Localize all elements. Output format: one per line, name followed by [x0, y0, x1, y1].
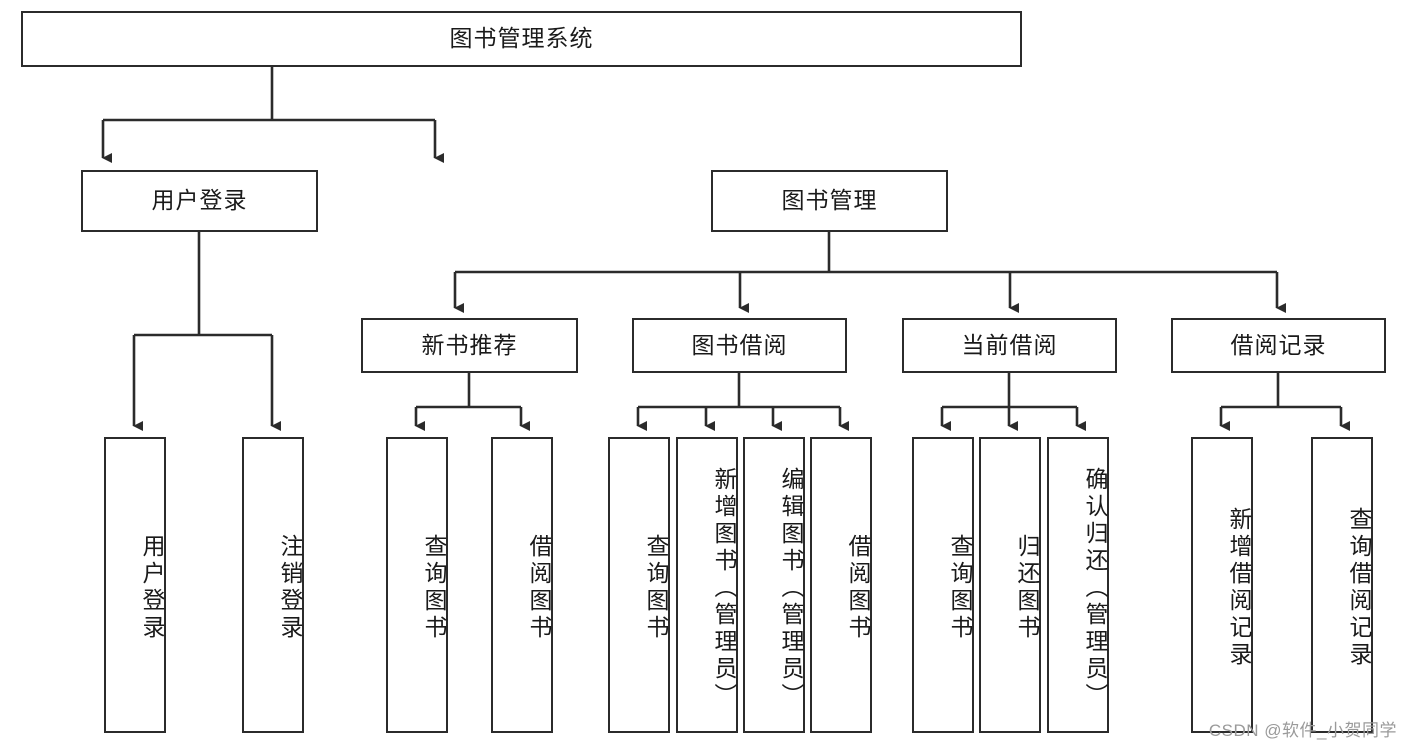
node-root[interactable]: 图书管理系统	[21, 11, 1022, 67]
node-borrow-records[interactable]: 借阅记录	[1171, 318, 1386, 373]
leaf-logout[interactable]: 注销登录	[242, 437, 304, 733]
node-label: 归还图书	[1014, 534, 1040, 642]
node-label: 用户登录	[151, 187, 248, 214]
node-label: 借阅图书	[526, 534, 552, 642]
node-label: 新书推荐	[421, 331, 518, 358]
leaf-add-book-admin[interactable]: 新增图书（管理员）	[676, 437, 738, 733]
node-current-borrow[interactable]: 当前借阅	[902, 318, 1117, 373]
node-new-book-recommend[interactable]: 新书推荐	[361, 318, 578, 373]
node-label: 新增借阅记录	[1226, 507, 1252, 669]
leaf-confirm-return-admin[interactable]: 确认归还（管理员）	[1047, 437, 1109, 733]
node-label: 查询借阅记录	[1346, 507, 1372, 669]
node-label: 图书借阅	[691, 331, 788, 358]
leaf-user-login[interactable]: 用户登录	[104, 437, 166, 733]
node-label: 查询图书	[643, 534, 669, 642]
node-label: 用户登录	[139, 534, 165, 642]
leaf-edit-book-admin[interactable]: 编辑图书（管理员）	[743, 437, 805, 733]
leaf-query-borrow-record[interactable]: 查询借阅记录	[1311, 437, 1373, 733]
leaf-borrow-book[interactable]: 借阅图书	[810, 437, 872, 733]
node-label: 图书管理	[781, 187, 878, 214]
node-label: 借阅图书	[845, 534, 871, 642]
leaf-query-book-recommend[interactable]: 查询图书	[386, 437, 448, 733]
leaf-return-book[interactable]: 归还图书	[979, 437, 1041, 733]
node-label: 新增图书（管理员）	[711, 466, 737, 710]
node-label: 图书管理系统	[449, 25, 594, 52]
node-user-login[interactable]: 用户登录	[81, 170, 318, 232]
node-label: 当前借阅	[961, 331, 1058, 358]
leaf-query-book-current[interactable]: 查询图书	[912, 437, 974, 733]
leaf-query-book-borrow[interactable]: 查询图书	[608, 437, 670, 733]
leaf-add-borrow-record[interactable]: 新增借阅记录	[1191, 437, 1253, 733]
node-book-borrow[interactable]: 图书借阅	[632, 318, 847, 373]
node-label: 查询图书	[421, 534, 447, 642]
node-label: 借阅记录	[1230, 331, 1327, 358]
csdn-watermark: CSDN @软件_小贺同学	[1208, 721, 1397, 740]
node-label: 查询图书	[947, 534, 973, 642]
leaf-borrow-book-recommend[interactable]: 借阅图书	[491, 437, 553, 733]
node-label: 确认归还（管理员）	[1082, 466, 1108, 710]
node-label: 注销登录	[277, 534, 303, 642]
node-book-management[interactable]: 图书管理	[711, 170, 948, 232]
node-label: 编辑图书（管理员）	[778, 466, 804, 710]
